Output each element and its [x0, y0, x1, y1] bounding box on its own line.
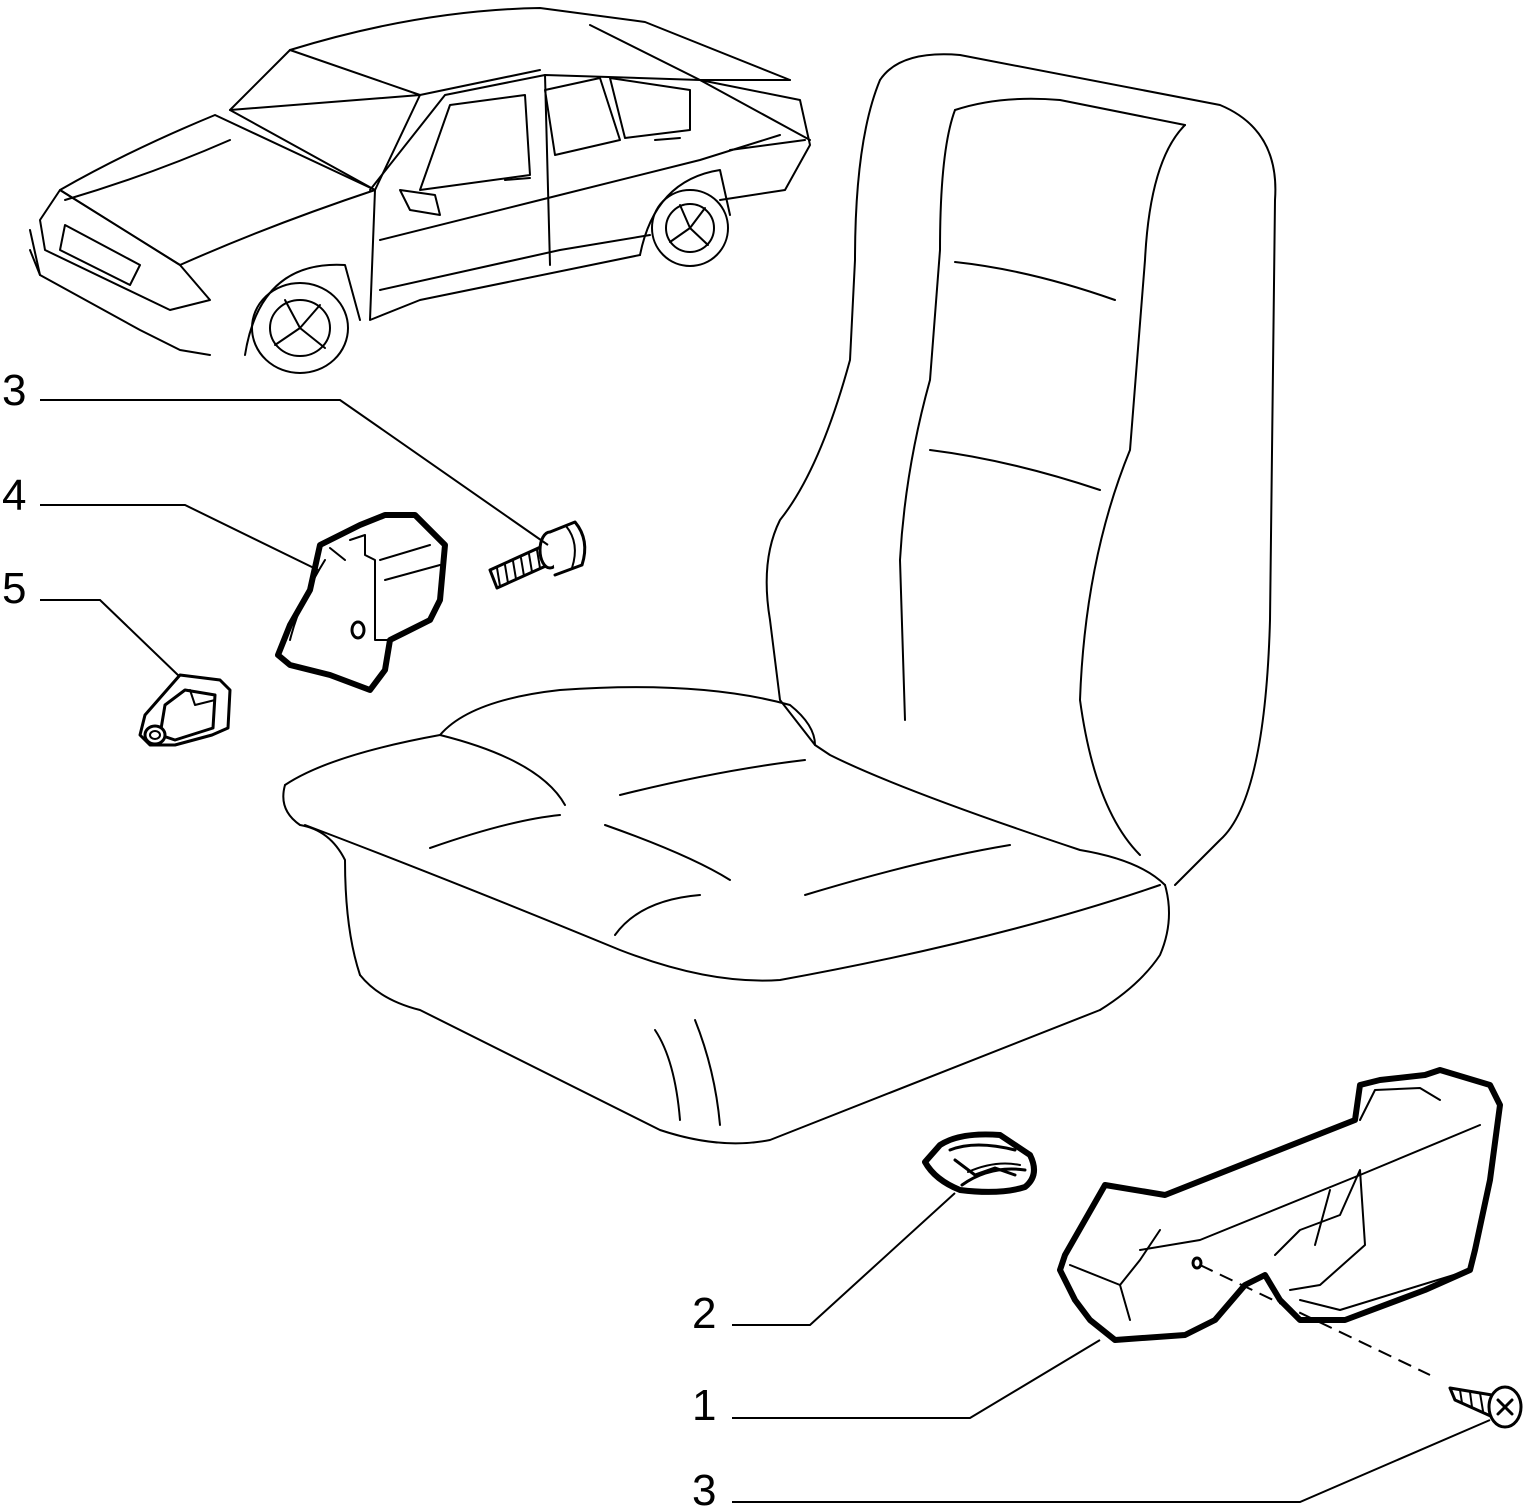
callout-number-1: 1 [692, 1381, 716, 1430]
callout-number-3-screw: 3 [692, 1466, 716, 1509]
lever-knob-part [922, 1131, 1037, 1195]
leader-line-1 [732, 1339, 1101, 1419]
leader-line-3-screw [732, 1419, 1491, 1503]
side-trim-panel-part [1057, 1067, 1503, 1343]
plug-part [138, 673, 232, 747]
seat-illustration [282, 53, 1277, 1145]
hinge-cover-part [275, 512, 448, 693]
callout-number-3-bolt: 3 [2, 366, 26, 415]
leader-line-4 [40, 504, 319, 571]
callout-number-5: 5 [2, 564, 26, 613]
leader-lines [40, 399, 1491, 1503]
leader-line-3-bolt [40, 399, 549, 546]
callout-number-4: 4 [2, 471, 26, 520]
car-illustration [29, 7, 811, 374]
screw-part [1448, 1385, 1523, 1429]
callout-number-2: 2 [692, 1289, 716, 1338]
leader-line-2 [732, 1192, 956, 1326]
bolt-part [488, 520, 587, 590]
leader-line-5 [40, 599, 181, 678]
